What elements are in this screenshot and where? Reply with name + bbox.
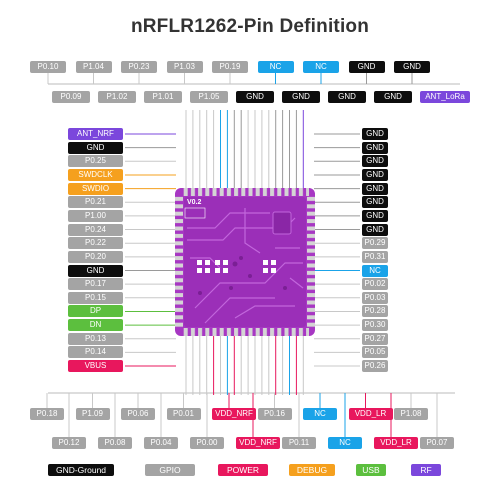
pin-left-9: P0.20 <box>68 250 123 263</box>
pin-left-17: VBUS <box>68 360 123 373</box>
pin-left-8: P0.22 <box>68 237 123 250</box>
pin-top2-8: ANT_LoRa <box>420 91 470 103</box>
pin-left-6: P1.00 <box>68 209 123 222</box>
board-version-label: V0.2 <box>187 199 202 206</box>
pin-bottom1-1: P1.09 <box>75 408 110 420</box>
pin-left-1: GND <box>68 141 123 154</box>
pin-left-15: P0.13 <box>68 332 123 345</box>
pin-right-0: GND <box>362 128 388 140</box>
pin-right-13: P0.28 <box>362 305 388 318</box>
pin-bottom1-2: P0.06 <box>121 408 155 420</box>
pin-top2-5: GND <box>282 91 320 103</box>
pin-right-3: GND <box>362 168 388 181</box>
pin-top2-1: P1.02 <box>98 91 136 103</box>
pin-right-5: GND <box>362 196 388 209</box>
pin-bottom2-3: P0.00 <box>190 437 224 449</box>
pin-top1-3: P1.03 <box>166 61 203 73</box>
pin-top1-2: P0.23 <box>121 61 157 73</box>
pin-top1-1: P1.04 <box>75 61 112 73</box>
pin-left-10: GND <box>68 264 123 277</box>
pin-left-2: P0.25 <box>68 155 123 168</box>
pin-bottom2-2: P0.04 <box>144 437 178 449</box>
pin-bottom2-0: P0.12 <box>52 437 86 449</box>
pin-bottom1-3: P0.01 <box>166 408 201 420</box>
pin-bottom2-8: P0.07 <box>420 437 454 449</box>
pin-right-4: GND <box>362 182 388 195</box>
pin-right-8: P0.29 <box>362 237 388 250</box>
pin-left-5: P0.21 <box>68 196 123 209</box>
pin-top1-4: P0.19 <box>212 61 248 73</box>
pin-bottom2-1: P0.08 <box>98 437 132 449</box>
pin-left-0: ANT_NRF <box>68 128 123 140</box>
pin-top2-7: GND <box>374 91 412 103</box>
pin-bottom1-8: P1.08 <box>394 408 428 420</box>
pin-right-14: P0.30 <box>362 319 388 332</box>
pin-top1-5: NC <box>257 61 294 73</box>
pin-bottom2-7: VDD_LR <box>374 437 418 449</box>
pin-top1-0: P0.10 <box>30 61 66 73</box>
pin-bottom1-4: VDD_NRF <box>212 408 256 420</box>
pin-left-3: SWDCLK <box>68 168 123 181</box>
pin-top2-6: GND <box>328 91 366 103</box>
pin-left-16: P0.14 <box>68 346 123 359</box>
pin-top1-8: GND <box>394 61 430 73</box>
pin-left-12: P0.15 <box>68 291 123 304</box>
pin-right-6: GND <box>362 209 388 222</box>
pin-top2-2: P1.01 <box>144 91 182 103</box>
pin-bottom2-4: VDD_NRF <box>236 437 280 449</box>
pin-right-2: GND <box>362 155 388 168</box>
legend-debug: DEBUG <box>289 464 335 476</box>
pin-top2-0: P0.09 <box>52 91 90 103</box>
pin-right-9: P0.31 <box>362 250 388 263</box>
pin-right-15: P0.27 <box>362 332 388 345</box>
pin-left-7: P0.24 <box>68 223 123 236</box>
pin-left-14: DN <box>68 319 123 332</box>
page-title: nRFLR1262-Pin Definition <box>130 16 370 37</box>
legend-power: POWER <box>218 464 268 476</box>
legend-gpio: GPIO <box>145 464 195 476</box>
pin-right-16: P0.05 <box>362 346 388 359</box>
pin-left-11: P0.17 <box>68 278 123 291</box>
pin-bottom2-6: NC <box>328 437 362 449</box>
pin-bottom1-5: P0.16 <box>257 408 292 420</box>
pin-right-12: P0.03 <box>362 291 388 304</box>
pin-left-4: SWDIO <box>68 182 123 195</box>
pin-right-10: NC <box>362 264 388 277</box>
pin-top1-7: GND <box>348 61 385 73</box>
pin-right-7: GND <box>362 223 388 236</box>
pin-top2-4: GND <box>236 91 274 103</box>
pin-right-11: P0.02 <box>362 278 388 291</box>
legend-gnd: GND-Ground <box>48 464 114 476</box>
pin-left-13: DP <box>68 305 123 318</box>
module-board: V0.2 <box>175 188 315 336</box>
pin-top1-6: NC <box>303 61 339 73</box>
pin-top2-3: P1.05 <box>190 91 228 103</box>
legend-rf: RF <box>411 464 441 476</box>
pin-bottom2-5: P0.11 <box>282 437 316 449</box>
pin-right-17: P0.26 <box>362 360 388 373</box>
pin-right-1: GND <box>362 141 388 154</box>
pin-bottom1-0: P0.18 <box>30 408 64 420</box>
pin-bottom1-6: NC <box>303 408 337 420</box>
pin-bottom1-7: VDD_LR <box>348 408 393 420</box>
legend-usb: USB <box>356 464 386 476</box>
